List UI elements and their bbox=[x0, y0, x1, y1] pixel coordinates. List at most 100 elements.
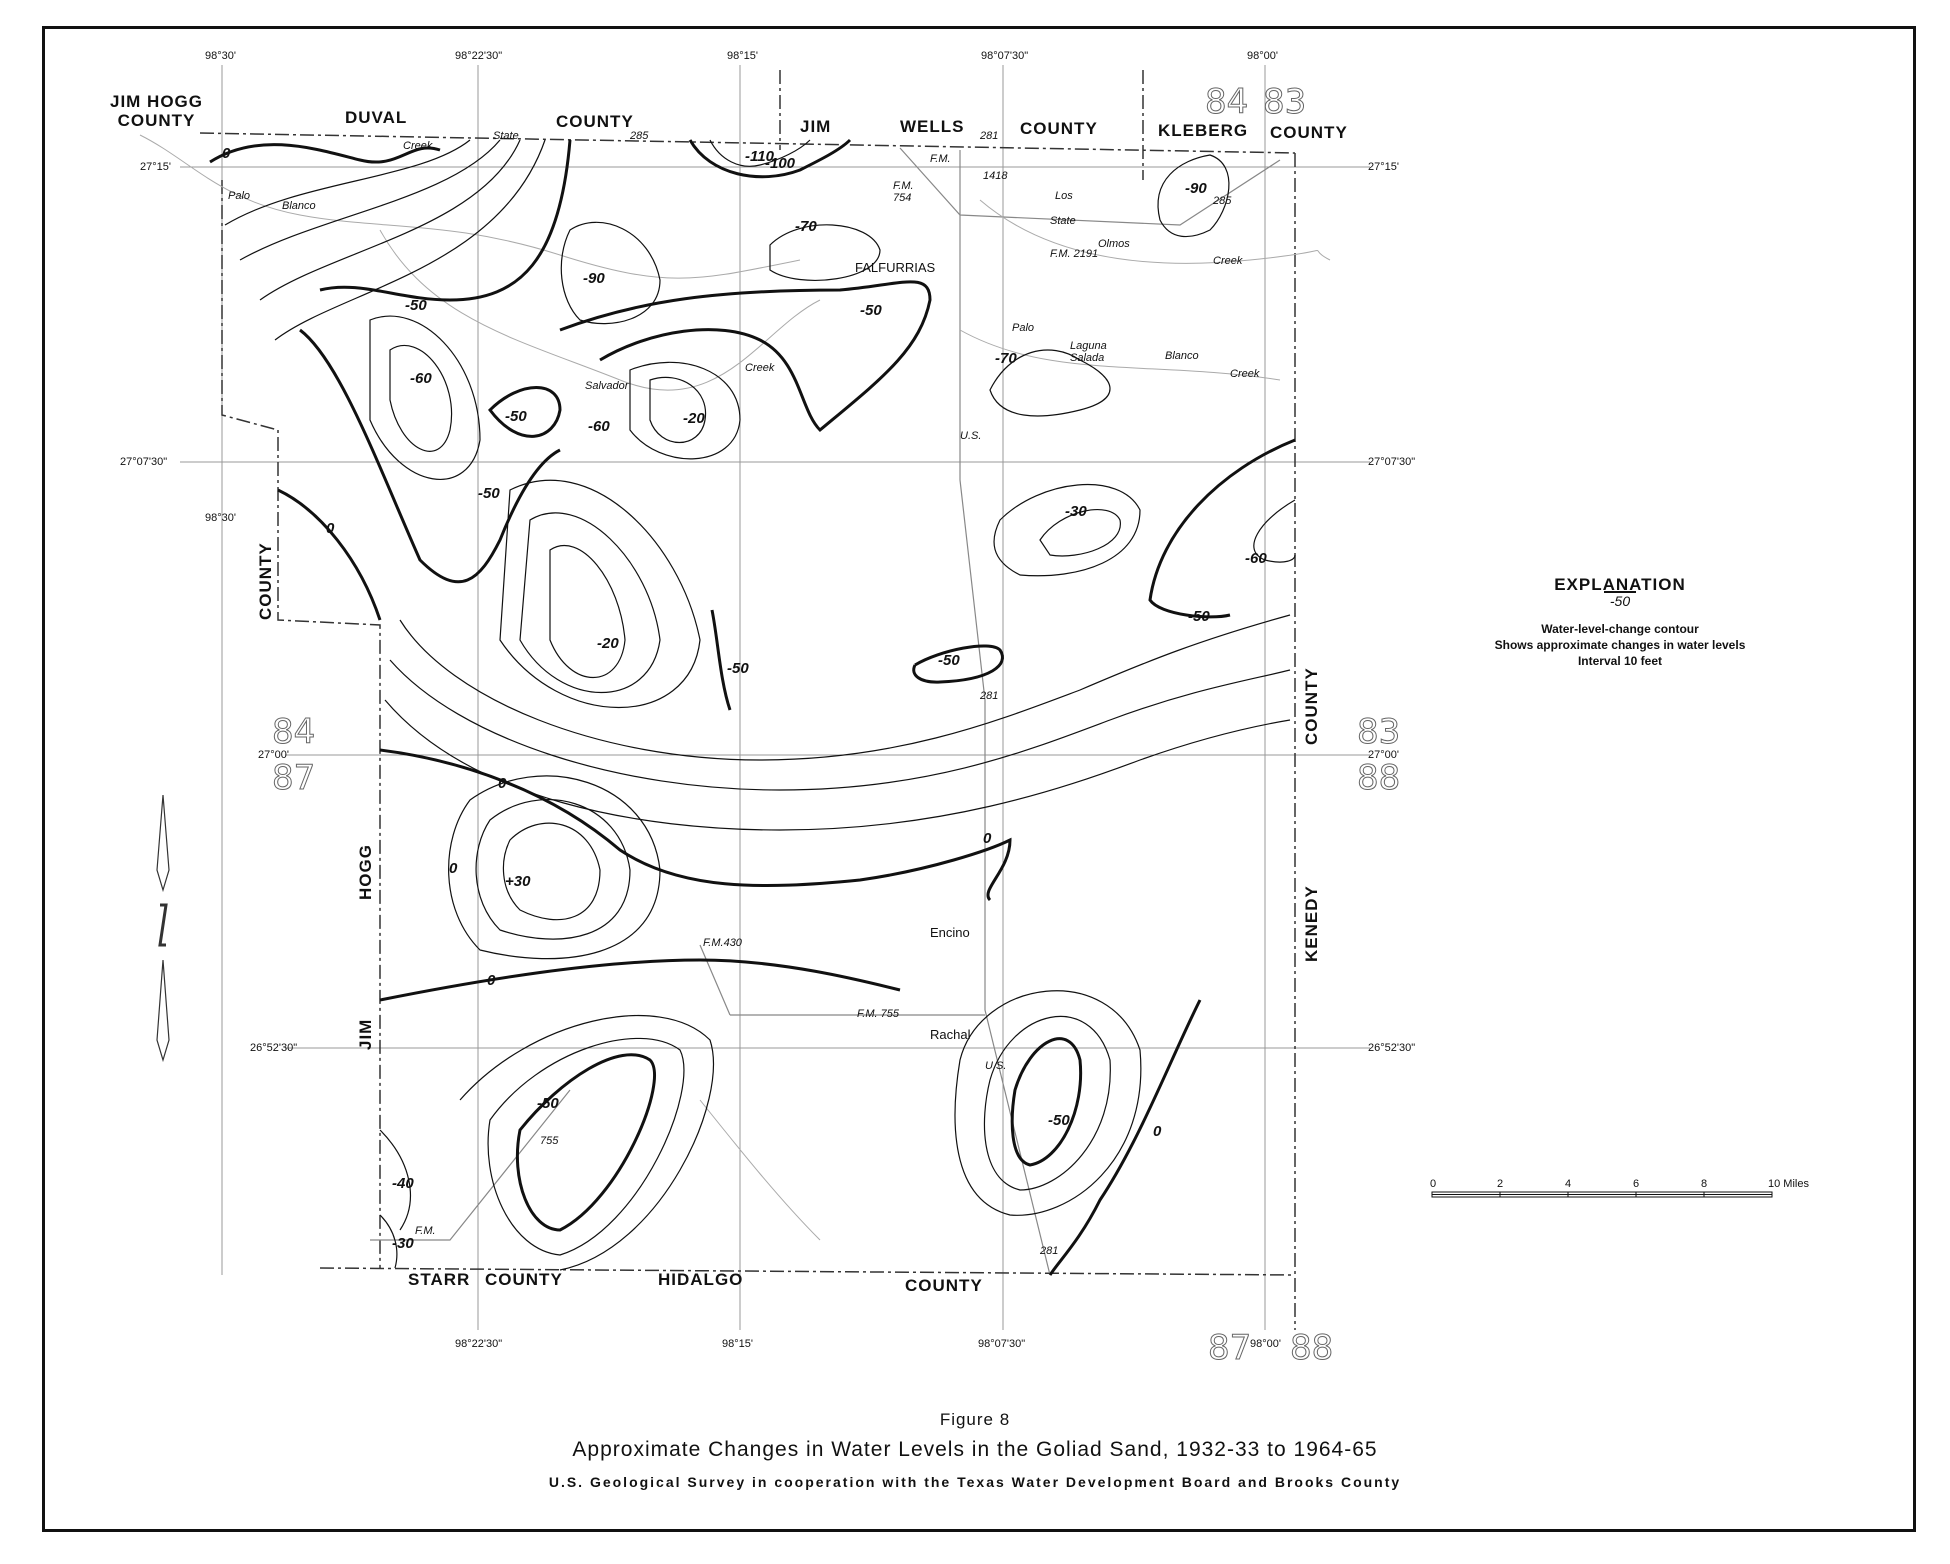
road-label-fm755: F.M. 755 bbox=[857, 1008, 899, 1020]
coord-bottom-98-07-30: 98°07'30" bbox=[978, 1338, 1026, 1350]
contour-label: -50 bbox=[405, 297, 427, 314]
contour-label: -50 bbox=[478, 485, 500, 502]
contour-label: -60 bbox=[410, 370, 432, 387]
county-label-kleberg-county: COUNTY bbox=[1270, 123, 1348, 142]
contour-label: -50 bbox=[727, 660, 749, 677]
contour-label: -50 bbox=[537, 1095, 559, 1112]
county-label-right-county: COUNTY bbox=[1302, 667, 1321, 745]
creek-label-creek-4: Creek bbox=[745, 362, 775, 374]
county-label-starr: STARR bbox=[408, 1270, 471, 1289]
grid-number-83-top: 83 bbox=[1262, 82, 1307, 123]
county-label-starr-county: COUNTY bbox=[485, 1270, 563, 1289]
county-label-hidalgo: HIDALGO bbox=[658, 1270, 744, 1289]
contour-label: -50 bbox=[1048, 1112, 1070, 1129]
contour-label: -110 bbox=[745, 148, 774, 165]
town-falfurrias: FALFURRIAS bbox=[855, 260, 936, 275]
creek-label-creek-1: Creek bbox=[403, 140, 433, 152]
creek-label-blanco: Blanco bbox=[282, 200, 316, 212]
legend-contour-symbol: -50 bbox=[1603, 591, 1637, 609]
contour-label: -50 bbox=[505, 408, 527, 425]
town-rachal: Rachal bbox=[930, 1027, 971, 1042]
road-label-state-1: State bbox=[493, 130, 519, 142]
coord-left-27-00: 27°00' bbox=[258, 749, 289, 761]
road-label-281-top: 281 bbox=[980, 130, 999, 142]
legend-heading: EXPLANATION bbox=[1554, 575, 1686, 594]
grid-number-83-right: 83 bbox=[1356, 712, 1401, 753]
road-label-fm430: F.M.430 bbox=[703, 937, 742, 949]
creek-label-salvador: Salvador bbox=[585, 380, 629, 392]
road-label-fm-bottom: F.M. bbox=[415, 1225, 436, 1237]
coord-left-26-52-30: 26°52'30" bbox=[250, 1042, 298, 1054]
coord-top-98-00: 98°00' bbox=[1247, 50, 1278, 62]
coord-top-98-30: 98°30' bbox=[205, 50, 236, 62]
grid-number-84-left: 84 bbox=[271, 712, 316, 753]
road-label-fm-top: F.M. bbox=[930, 153, 951, 165]
contour-label: 0 bbox=[487, 972, 496, 989]
coord-right-26-52-30: 26°52'30" bbox=[1368, 1042, 1416, 1054]
scale-tick: 8 bbox=[1701, 1178, 1708, 1190]
county-label-hogg: HOGG bbox=[356, 844, 375, 900]
contour-label: -20 bbox=[597, 635, 619, 652]
town-encino: Encino bbox=[930, 925, 970, 940]
coord-top-98-22-30: 98°22'30" bbox=[455, 50, 503, 62]
road-label-1418: 1418 bbox=[983, 170, 1008, 182]
contour-label: -50 bbox=[1188, 608, 1210, 625]
county-label-kleberg: KLEBERG bbox=[1158, 121, 1249, 140]
road-label-fm2191: F.M. 2191 bbox=[1050, 248, 1099, 260]
road-label-us-mid: U.S. bbox=[960, 430, 982, 442]
road-label-us-bottom: U.S. bbox=[985, 1060, 1007, 1072]
contour-label: -20 bbox=[683, 410, 705, 427]
coord-right-27-00: 27°00' bbox=[1368, 749, 1399, 761]
contour-label: -30 bbox=[392, 1235, 414, 1252]
county-label-kenedy: KENEDY bbox=[1302, 885, 1321, 962]
contour-label: 0 bbox=[326, 520, 335, 537]
north-arrow bbox=[156, 794, 170, 1063]
legend-line-1: Water-level-change contour bbox=[1541, 622, 1699, 636]
contour-label: -40 bbox=[392, 1175, 414, 1192]
county-label-hidalgo-county: COUNTY bbox=[905, 1276, 983, 1295]
contour-label: 0 bbox=[449, 860, 458, 877]
contour-label: -50 bbox=[860, 302, 882, 319]
figure-caption: Figure 8 Approximate Changes in Water Le… bbox=[0, 1410, 1950, 1490]
scale-tick: 4 bbox=[1565, 1178, 1572, 1190]
contour-label: -100 bbox=[765, 155, 796, 172]
coord-top-98-07-30: 98°07'30" bbox=[981, 50, 1029, 62]
creek-label-palo-2: Palo bbox=[1012, 322, 1035, 334]
contour-label: +30 bbox=[505, 873, 531, 890]
road-label-285-top: 285 bbox=[630, 130, 649, 142]
roads bbox=[370, 147, 1281, 1276]
contour-label: -60 bbox=[1245, 550, 1267, 567]
contour-lines bbox=[209, 138, 1296, 1276]
contour-label: 0 bbox=[222, 145, 231, 162]
road-label-state-2: State bbox=[1050, 215, 1076, 227]
scale-tick: 10 Miles bbox=[1768, 1178, 1809, 1190]
contour-label: -30 bbox=[1065, 503, 1087, 520]
county-label-jim: JIM bbox=[800, 117, 832, 136]
scale-tick: 2 bbox=[1497, 1178, 1504, 1190]
county-label-wells-county: COUNTY bbox=[1020, 119, 1098, 138]
graticule bbox=[180, 65, 1370, 1330]
road-label-755: 755 bbox=[540, 1135, 559, 1147]
map-frame bbox=[42, 26, 1916, 1532]
creek-label-creek-2: Creek bbox=[1213, 255, 1243, 267]
creek-label-los: Los bbox=[1055, 190, 1073, 202]
coord-bottom-98-22-30: 98°22'30" bbox=[455, 1338, 503, 1350]
coord-bottom-98-15: 98°15' bbox=[722, 1338, 753, 1350]
scale-tick: 6 bbox=[1633, 1178, 1640, 1190]
creeks bbox=[139, 134, 1331, 1241]
grid-number-87-left: 87 bbox=[271, 758, 316, 799]
lake-label-salada: Salada bbox=[1070, 352, 1105, 364]
figure-credit: U.S. Geological Survey in cooperation wi… bbox=[548, 1474, 1402, 1490]
county-label-duval: DUVAL bbox=[345, 108, 408, 127]
legend-line-3: Interval 10 feet bbox=[1577, 654, 1663, 668]
contour-label: -90 bbox=[583, 270, 605, 287]
grid-number-87-bottom: 87 bbox=[1207, 1328, 1252, 1369]
scale-bar-graphic bbox=[1431, 1191, 1773, 1198]
contour-label: -90 bbox=[1185, 180, 1207, 197]
creek-label-olmos: Olmos bbox=[1098, 238, 1130, 250]
contour-label: -70 bbox=[795, 218, 817, 235]
contour-label: 0 bbox=[983, 830, 992, 847]
creek-label-palo: Palo bbox=[228, 190, 251, 202]
contour-label: 0 bbox=[1153, 1123, 1162, 1140]
